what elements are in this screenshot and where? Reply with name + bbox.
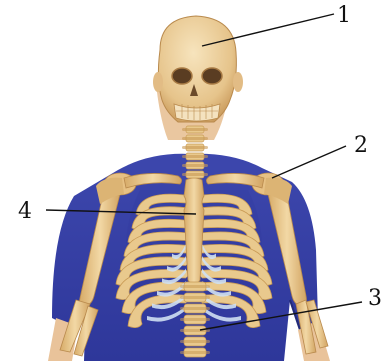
vertebra-process: [180, 340, 210, 343]
callout-1-label: 1: [337, 3, 351, 28]
vertebra-process: [182, 137, 208, 140]
vertebra-process: [180, 351, 210, 354]
vertebra-process: [180, 307, 210, 310]
vertebra-process: [180, 318, 210, 321]
vertebra-process: [182, 155, 208, 158]
skull: [153, 16, 243, 122]
vertebra-process: [182, 128, 208, 131]
vertebra-process: [182, 146, 208, 149]
vertebra-process: [182, 164, 208, 167]
sternum: [184, 178, 204, 285]
callout-2-label: 2: [354, 133, 368, 158]
vertebra-process: [180, 296, 210, 299]
callout-2-line: [272, 146, 346, 178]
vertebra-process: [182, 173, 208, 176]
vertebra-process: [180, 285, 210, 288]
callout-4-label: 4: [18, 199, 32, 224]
callout-3-label: 3: [368, 286, 382, 311]
